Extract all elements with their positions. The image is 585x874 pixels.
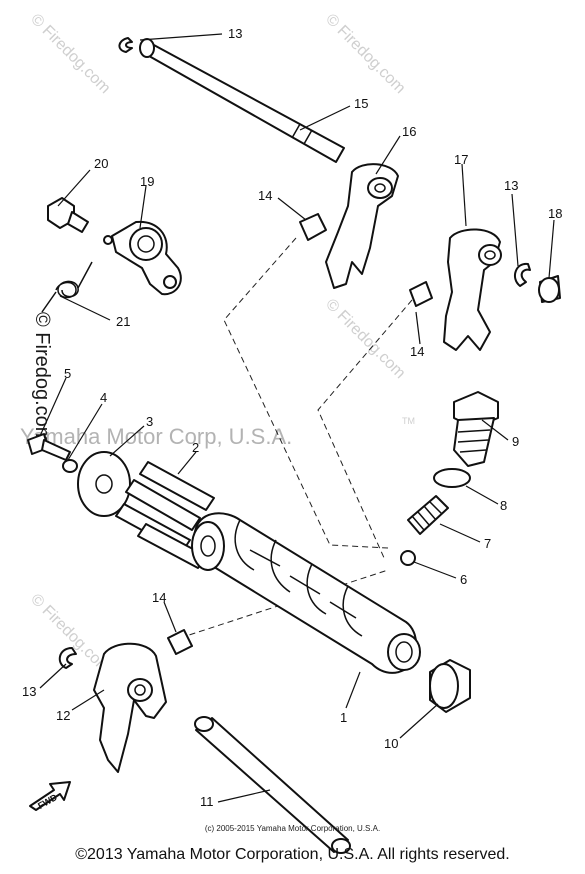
- callout-14: 14: [152, 590, 166, 605]
- callout-3: 3: [146, 414, 153, 429]
- guide-bar-upper: [139, 38, 345, 163]
- circlip-right: [513, 262, 531, 287]
- plug-bolt-9: [453, 391, 499, 467]
- callout-14: 14: [258, 188, 272, 203]
- callout-4: 4: [100, 390, 107, 405]
- callout-2: 2: [192, 440, 199, 455]
- callout-16: 16: [402, 124, 416, 139]
- callout-12: 12: [56, 708, 70, 723]
- callout-1: 1: [340, 710, 347, 725]
- guide-pin-lower: [167, 629, 193, 655]
- cap-10: [429, 659, 471, 713]
- callout-20: 20: [94, 156, 108, 171]
- shift-fork-16: [325, 163, 399, 289]
- spring-21: [41, 261, 93, 313]
- callout-7: 7: [484, 536, 491, 551]
- callout-11: 11: [200, 794, 214, 809]
- watermark-firedog-dark: © Firedog.com: [31, 312, 53, 443]
- bolt-20: [47, 197, 89, 233]
- circlip-lower: [58, 647, 77, 669]
- washer-4: [62, 459, 78, 473]
- watermark-yamaha: Yamaha Motor Corp, U.S.A.: [20, 424, 292, 449]
- washer-8: [433, 468, 471, 488]
- guide-pin-upper: [299, 213, 327, 241]
- callout-6: 6: [460, 572, 467, 587]
- trademark-mark: TM: [402, 416, 415, 426]
- callout-8: 8: [500, 498, 507, 513]
- spring-7: [407, 495, 449, 535]
- stopper-lever-19: [103, 220, 182, 296]
- callout-21: 21: [116, 314, 130, 329]
- callout-labels: 13 15 16 14 17 13 18 14 20 19 21 5 4 3 2…: [22, 26, 562, 809]
- shift-fork-17: [443, 228, 502, 351]
- callout-10: 10: [384, 736, 398, 751]
- plate-3: [77, 451, 131, 517]
- callout-9: 9: [512, 434, 519, 449]
- small-copyright: (c) 2005-2015 Yamaha Motor Corporation, …: [204, 824, 381, 833]
- watermark-firedog: © Firedog.com: [27, 11, 113, 97]
- callout-18: 18: [548, 206, 562, 221]
- plug-18: [538, 275, 561, 303]
- fwd-arrow-icon: FWD: [29, 781, 71, 811]
- callout-15: 15: [354, 96, 368, 111]
- pins-2: [115, 461, 215, 569]
- circlip-upper: [118, 37, 133, 53]
- callout-13: 13: [504, 178, 518, 193]
- callout-13: 13: [22, 684, 36, 699]
- callout-19: 19: [140, 174, 154, 189]
- callout-13: 13: [228, 26, 242, 41]
- main-copyright: ©2013 Yamaha Motor Corporation, U.S.A. A…: [75, 846, 510, 863]
- watermark-firedog: © Firedog.com: [322, 296, 408, 382]
- leader-lines: [39, 33, 555, 803]
- shift-drum-1: [191, 512, 421, 674]
- shift-fork-12: [93, 642, 167, 773]
- assembly-lines: [179, 237, 413, 639]
- ball-6: [400, 550, 416, 566]
- watermark-firedog: © Firedog.com: [322, 11, 408, 97]
- guide-pin-middle: [409, 281, 433, 307]
- guide-bar-lower: [194, 716, 351, 854]
- callout-5: 5: [64, 366, 71, 381]
- callout-14: 14: [410, 344, 424, 359]
- callout-17: 17: [454, 152, 468, 167]
